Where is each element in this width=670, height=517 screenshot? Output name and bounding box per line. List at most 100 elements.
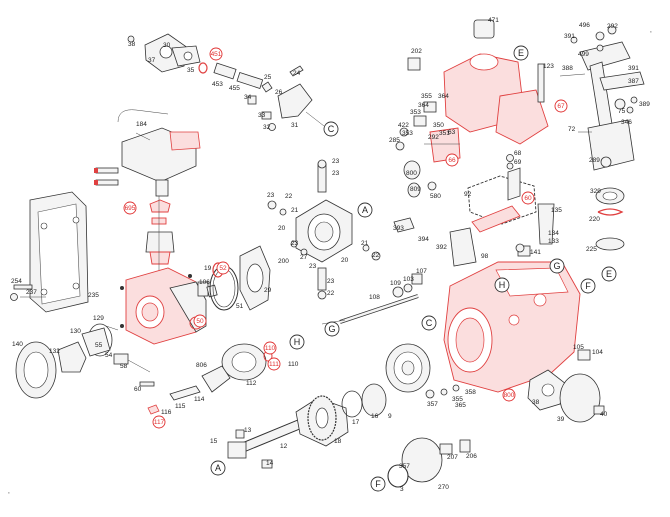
gasket-and-piston [393,154,555,267]
callout-21: 21 [291,207,299,214]
callout-21: 21 [361,240,369,247]
callout-800: 800 [406,170,417,177]
callout-106: 106 [199,279,210,286]
callout-111: 111 [267,357,281,371]
ref-letter-text: C [328,124,335,134]
callout-15: 15 [210,438,218,445]
callout-103: 103 [403,276,414,283]
callout-ring [216,261,230,275]
callout-number: 34 [244,94,252,101]
callout-number: 69 [514,159,522,166]
ref-letter-text: H [294,337,301,347]
callout-355: 355 [421,93,432,100]
callout-number: 353 [410,109,421,116]
callout-220: 220 [589,216,600,223]
callout-number: 285 [389,137,400,144]
ref-letter-text: E [518,48,524,58]
callout-number: 35 [187,67,195,74]
callout-number: 422 [398,122,409,129]
callout-number: 14 [266,460,274,467]
hydraulic-head-red [424,19,549,163]
callout-130: 130 [70,328,81,335]
callout-ring [502,388,516,402]
ref-letter-circle [513,45,529,61]
edge-mark: , [8,488,10,495]
callout-number: 55 [95,342,103,349]
callout-number: 364 [438,93,449,100]
callout-19: 19 [204,265,212,272]
callout-number: 31 [291,122,299,129]
callout-number: 40 [600,411,608,418]
ref-letter-text: E [606,269,612,279]
callout-number: 132 [49,348,60,355]
callout-number: 496 [579,22,590,29]
callout-number: 141 [530,249,541,256]
callout-number: 140 [12,341,23,348]
ref-letter-C: C [323,121,339,137]
callout-32: 32 [263,124,271,131]
callout-number: 18 [334,438,342,445]
ref-letter-A: A [210,460,226,476]
callout-54: 54 [105,352,113,359]
callout-number: 58 [120,363,128,370]
callout-number: 110 [288,361,299,368]
callout-number: 117 [154,419,165,426]
callout-ring [521,191,535,205]
callout-number: 51 [236,303,244,310]
callout-695: 695 [123,201,137,215]
callout-353: 353 [410,109,421,116]
callout-number: 3 [400,486,404,493]
ref-letter-text: A [215,463,221,473]
callout-364: 364 [418,102,429,109]
callout-104: 104 [592,349,603,356]
callout-365: 365 [455,402,466,409]
callout-52: 52 [216,261,230,275]
callout-number: 38 [532,399,540,406]
callout-455: 455 [229,85,240,92]
callout-55: 55 [95,342,103,349]
ref-letter-F: F [580,278,596,294]
callout-number: 23 [309,263,317,270]
ref-letter-E: E [601,266,617,282]
ref-letter-G: G [324,321,340,337]
ref-letter-circle [580,278,596,294]
roller-ring [147,343,280,415]
callout-number: 67 [557,103,565,110]
callout-number: 54 [105,352,113,359]
callout-number: 388 [562,65,573,72]
callout-358: 358 [465,389,476,396]
callout-number: 237 [26,289,37,296]
callout-number: 115 [175,403,186,410]
ref-letter-circle [357,202,373,218]
callout-98: 98 [481,253,489,260]
callout-number: 809 [410,186,421,193]
callout-number: 98 [481,253,489,260]
edge-mark: , [650,27,652,34]
callout-115: 115 [175,403,186,410]
callout-66: 66 [445,153,459,167]
callout-ring [445,153,459,167]
callout-31: 31 [291,122,299,129]
callout-422: 422 [398,122,409,129]
ref-letter-text: G [328,324,335,334]
callout-22: 22 [372,252,380,259]
callout-number: 123 [543,63,554,70]
callout-number: 365 [455,402,466,409]
callout-number: 453 [212,81,223,88]
callout-number: 103 [403,276,414,283]
callout-388: 388 [562,65,573,72]
callout-292: 292 [607,23,618,30]
callout-23: 23 [327,278,335,285]
callout-number: 15 [210,438,218,445]
callout-number: 391 [564,33,575,40]
callout-38: 38 [128,41,136,48]
callout-351: 351 [439,130,450,137]
callout-number: 393 [393,225,404,232]
callout-number: 135 [551,207,562,214]
callout-23: 23 [332,158,340,165]
callout-23: 23 [291,240,299,247]
callout-141: 141 [530,249,541,256]
callout-26: 26 [275,89,283,96]
callout-number: 20 [278,225,286,232]
callout-112: 112 [246,380,257,387]
